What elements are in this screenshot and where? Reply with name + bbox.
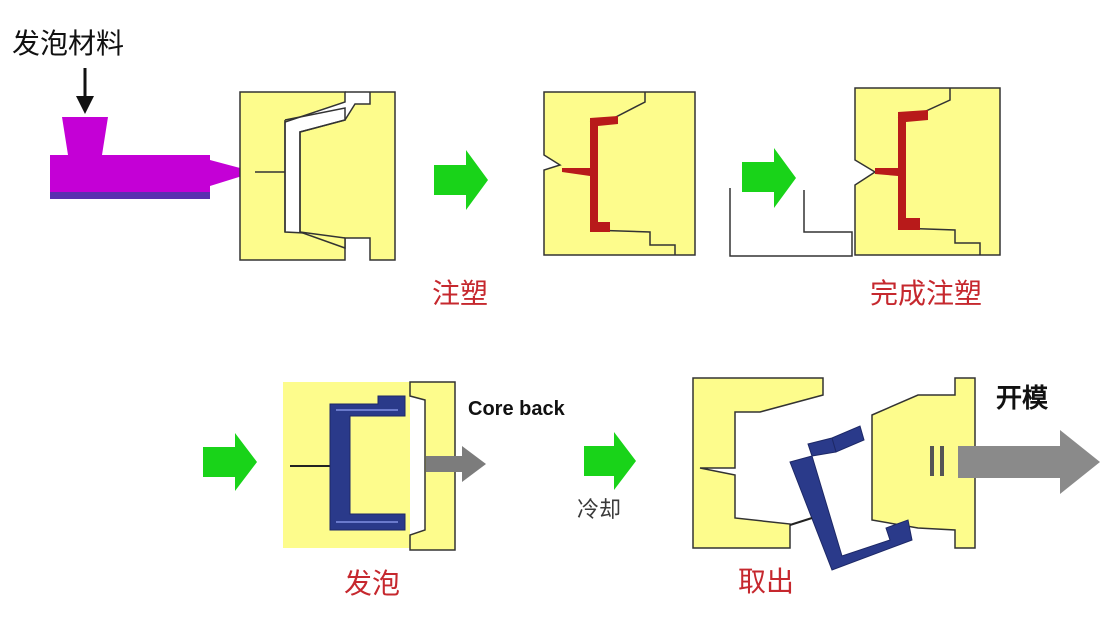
label-foaming: 发泡 (344, 567, 401, 600)
mold-cavity-1 (255, 107, 346, 239)
process-arrow-2 (742, 148, 796, 208)
label-foam-material: 发泡材料 (12, 27, 125, 60)
return-line (729, 188, 853, 257)
process-arrow-4 (584, 432, 636, 490)
process-arrow-3 (203, 433, 257, 491)
injection-step-3 (729, 87, 1001, 257)
mold-fixed-half-3 (854, 87, 1001, 256)
mold-moving-half-1 (299, 91, 396, 261)
injected-part-2 (562, 116, 618, 232)
feed-arrow-head (76, 96, 94, 114)
foam-texture (336, 409, 398, 523)
mold-fixed-half-5 (692, 377, 824, 549)
foaming-step (283, 381, 486, 551)
label-core-back: Core back (468, 398, 565, 420)
ejector-pin-1 (930, 446, 934, 476)
process-arrow-1 (434, 150, 488, 210)
ejected-sprue (789, 517, 813, 526)
injection-barrel-shadow (50, 192, 210, 199)
label-ejection: 取出 (738, 565, 795, 598)
injection-step-2 (543, 91, 696, 256)
label-mold-open: 开模 (996, 384, 1049, 414)
injection-barrel (50, 117, 255, 196)
core-back-arrow (426, 446, 486, 482)
ejection-step (692, 377, 1100, 571)
label-injection: 注塑 (432, 277, 489, 310)
ejector-pin-2 (940, 446, 944, 476)
injected-part-3 (875, 110, 928, 230)
mold-open-arrow (958, 430, 1100, 494)
mold-fixed-half-2 (543, 91, 696, 256)
label-injection-complete: 完成注塑 (870, 277, 983, 310)
injection-step-1 (50, 68, 396, 261)
foamed-part-4 (329, 395, 406, 531)
ejected-part (789, 425, 913, 571)
label-cooling: 冷却 (577, 498, 622, 523)
